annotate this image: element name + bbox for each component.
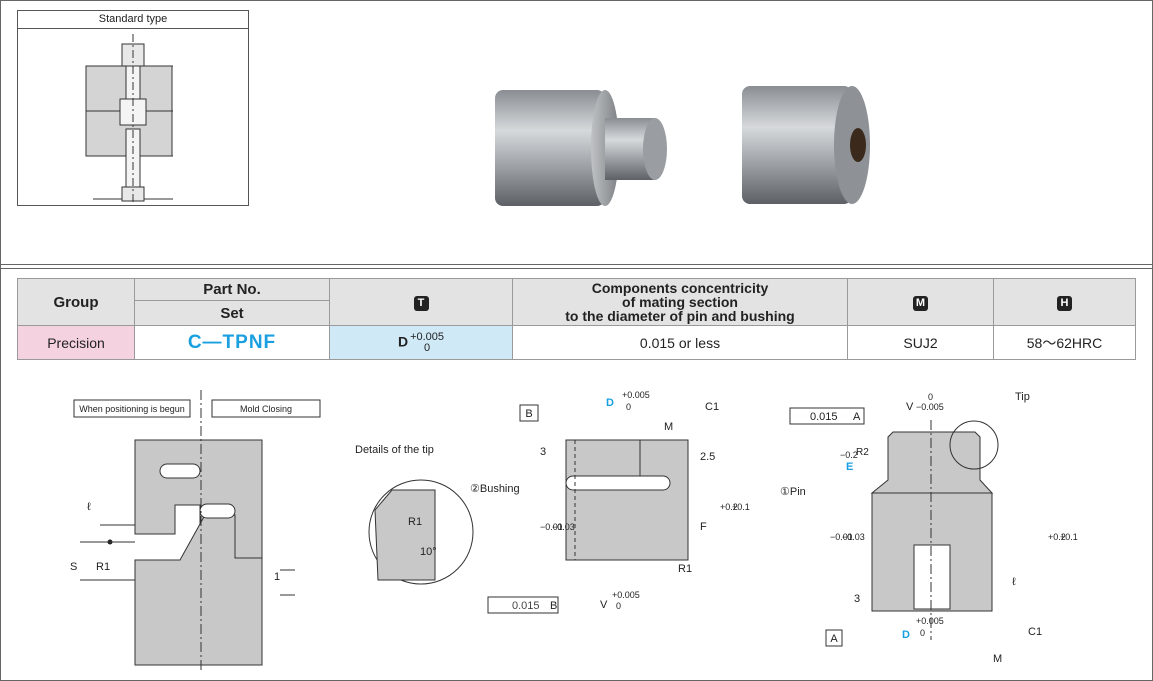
bushing-drawing: ②Bushing B D +0.005 0 C1 M 3 2.5 F +0.2 … <box>470 390 750 614</box>
dim-1-label: 1 <box>274 571 280 583</box>
pin-e: E <box>846 461 853 473</box>
cell-concentricity: 0.015 or less <box>512 325 848 360</box>
concentricity-line-2: of mating section <box>622 294 738 310</box>
pin-photo <box>495 90 667 206</box>
hardness-icon: H <box>1057 296 1072 311</box>
spec-table: Group Part No. T Components concentricit… <box>17 278 1136 360</box>
concentricity-line-1: Components concentricity <box>591 280 769 296</box>
pin-v: V <box>906 401 914 413</box>
mold-closing-label: Mold Closing <box>240 404 292 414</box>
cell-material: SUJ2 <box>847 325 994 360</box>
type-d-label: D <box>397 333 409 350</box>
pin-d-tol-up: +0.005 <box>916 616 944 626</box>
bushing-dim-25: 2.5 <box>700 451 715 463</box>
pin-l-low: +0.1 <box>1060 532 1078 542</box>
r1-label-tip: R1 <box>408 516 422 528</box>
s-label: S <box>70 561 77 573</box>
pin-l-dim: ℓ <box>1012 576 1016 588</box>
pin-v-tol-low: −0.005 <box>916 402 944 412</box>
bushing-dim-3: 3 <box>540 446 546 458</box>
pin-d-low: −0.03 <box>842 532 865 542</box>
pin-d-up: −0.01 <box>830 532 853 542</box>
angle-label: 10° <box>420 546 437 558</box>
bushing-label: ②Bushing <box>470 483 520 495</box>
positioning-diagram: When positioning is begun Mold Closing ℓ… <box>70 390 321 670</box>
tol-upper: +0.005 <box>410 330 445 343</box>
cell-hardness: 58～62HRC <box>993 325 1136 360</box>
concentricity-line-3: to the diameter of pin and bushing <box>565 308 795 324</box>
positioning-label: When positioning is begun <box>79 404 185 414</box>
bushing-v: V <box>600 599 608 611</box>
material-icon: M <box>913 296 928 311</box>
datum-a-bottom: A <box>830 633 838 645</box>
pin-label: ①Pin <box>780 486 806 498</box>
header-group: Group <box>17 278 135 326</box>
cell-group: Precision <box>17 325 135 360</box>
bushing-v-tol-low: 0 <box>616 601 621 611</box>
divider-2 <box>0 268 1153 269</box>
pin-concentricity: 0.015 <box>810 411 838 423</box>
type-icon: T <box>413 296 429 311</box>
header-concentricity: Components concentricity of mating secti… <box>512 278 848 326</box>
pin-dim-3: 3 <box>854 593 860 605</box>
bushing-concentricity: 0.015 <box>512 600 540 612</box>
bushing-m: M <box>664 421 673 433</box>
pin-l-up: +0.2 <box>1048 532 1066 542</box>
pin-d-label: D <box>902 629 910 641</box>
pin-e-tol: −0.2 <box>840 450 858 460</box>
bushing-r1: R1 <box>678 563 692 575</box>
datum-b-bottom: B <box>550 600 557 612</box>
tip-label: Tip <box>1015 391 1030 403</box>
part-number[interactable]: C—TPNF <box>187 331 277 353</box>
technical-drawing: When positioning is begun Mold Closing ℓ… <box>70 390 1078 670</box>
bushing-d-tol-low: 0 <box>626 402 631 412</box>
pin-d-tol-low: 0 <box>920 628 925 638</box>
product-photo <box>495 86 870 206</box>
bushing-l-low: +0.1 <box>732 502 750 512</box>
datum-b-top: B <box>525 408 532 420</box>
pin-c1: C1 <box>1028 626 1042 638</box>
header-type: T <box>329 278 513 326</box>
header-material: M <box>847 278 994 326</box>
bushing-d-label: D <box>606 397 614 409</box>
standard-type-diagram: Standard type <box>17 10 249 206</box>
l1-label: ℓ <box>87 501 91 513</box>
bushing-c1: C1 <box>705 401 719 413</box>
standard-type-drawing <box>85 34 173 205</box>
header-hardness: H <box>993 278 1136 326</box>
details-tip-label: Details of the tip <box>355 444 434 456</box>
bushing-d-low: −0.03 <box>552 522 575 532</box>
divider <box>0 264 1153 265</box>
standard-type-title: Standard type <box>18 11 248 29</box>
pin-v-tol-up: 0 <box>928 392 933 402</box>
bushing-f: F <box>700 521 707 533</box>
pin-r2: R2 <box>856 447 869 458</box>
bushing-d-up: −0.01 <box>540 522 563 532</box>
bushing-photo <box>742 86 870 204</box>
tol-lower: 0 <box>423 341 431 354</box>
pin-m: M <box>993 653 1002 665</box>
cell-part-no[interactable]: C—TPNF <box>134 325 330 360</box>
datum-a-top: A <box>853 411 861 423</box>
bushing-l-up: +0.2 <box>720 502 738 512</box>
header-set: Set <box>134 300 330 326</box>
tip-detail: Details of the tip R1 10° <box>355 444 474 585</box>
bushing-v-tol-up: +0.005 <box>612 590 640 600</box>
header-part-no: Part No. <box>134 278 330 301</box>
r1-label-left: R1 <box>96 561 110 573</box>
bushing-d-tol-up: +0.005 <box>622 390 650 400</box>
pin-drawing: ①Pin 0.015 A V 0 −0.005 Tip R2 E −0.2 −0… <box>780 391 1078 665</box>
